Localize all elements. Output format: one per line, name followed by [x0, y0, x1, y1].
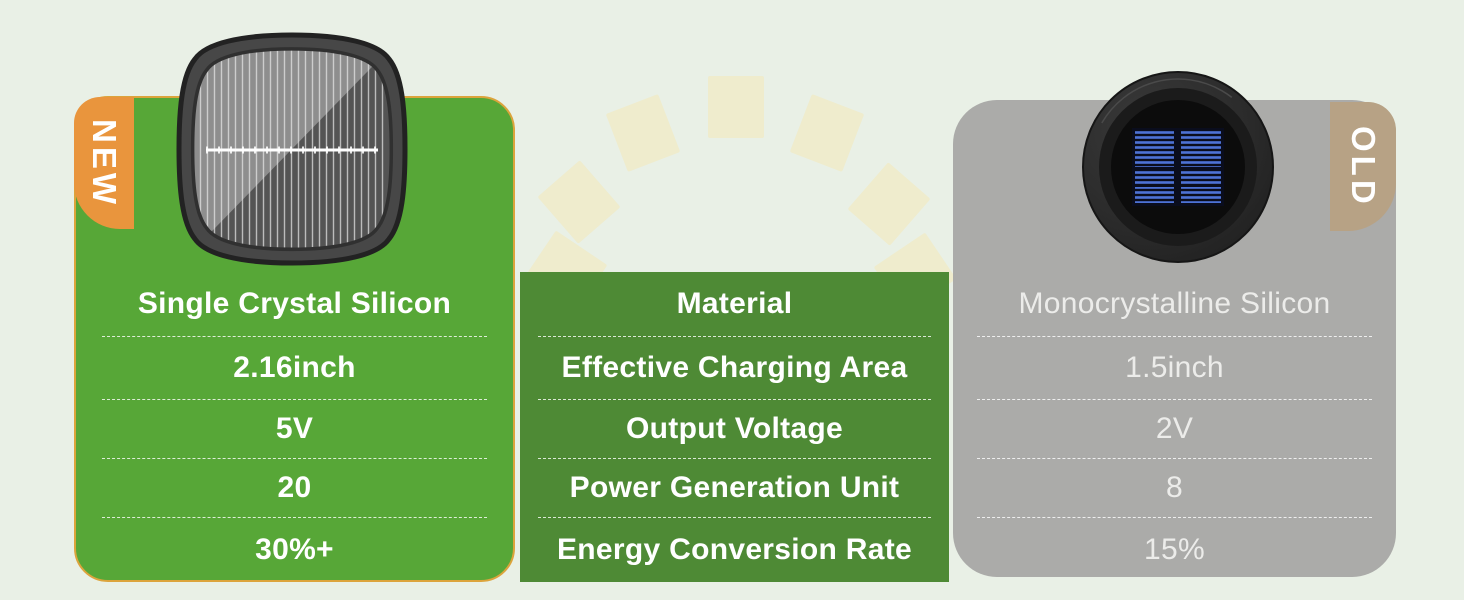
round-solar-panel-illustration [1082, 71, 1274, 263]
spec-labels: Material Effective Charging Area Output … [520, 272, 949, 582]
old-power-unit-value: 8 [1166, 471, 1183, 504]
row-divider [977, 517, 1372, 518]
row-divider [538, 517, 931, 518]
spec-label-column [520, 272, 949, 582]
label-charging-area: Effective Charging Area [561, 351, 908, 384]
row-divider [102, 399, 487, 400]
row-divider [538, 336, 931, 337]
old-conversion-rate-value: 15% [1144, 533, 1205, 566]
new-power-unit-value: 20 [277, 471, 312, 504]
new-output-voltage-value: 5V [275, 412, 314, 445]
old-output-voltage-value: 2V [1155, 412, 1194, 445]
label-conversion-rate: Energy Conversion Rate [556, 533, 913, 566]
row-divider [102, 458, 487, 459]
new-badge: NEW [74, 97, 134, 229]
row-divider [102, 336, 487, 337]
label-material: Material [676, 287, 793, 320]
new-conversion-rate-value: 30%+ [255, 533, 334, 566]
row-divider [977, 399, 1372, 400]
sun-ray [789, 94, 865, 172]
row-divider [977, 336, 1372, 337]
sun-ray [537, 160, 621, 244]
label-power-unit: Power Generation Unit [569, 471, 900, 504]
row-divider [977, 458, 1372, 459]
new-material-value: Single Crystal Silicon [137, 287, 452, 320]
label-output-voltage: Output Voltage [626, 412, 843, 445]
sun-ray [847, 162, 931, 246]
old-charging-area-value: 1.5inch [1125, 351, 1224, 384]
square-solar-panel-illustration [176, 30, 408, 268]
old-badge: OLD [1330, 102, 1396, 231]
row-divider [538, 458, 931, 459]
old-material-value: Monocrystalline Silicon [1018, 287, 1331, 320]
sun-ray [708, 76, 764, 138]
row-divider [538, 399, 931, 400]
sun-ray [605, 94, 681, 172]
new-charging-area-value: 2.16inch [233, 351, 356, 384]
row-divider [102, 517, 487, 518]
old-badge-label: OLD [1345, 125, 1382, 208]
old-values-column: Monocrystalline Silicon 1.5inch 2V 8 15% [955, 272, 1394, 582]
new-badge-label: NEW [86, 118, 123, 208]
new-values-column: Single Crystal Silicon 2.16inch 5V 20 30… [76, 272, 513, 582]
